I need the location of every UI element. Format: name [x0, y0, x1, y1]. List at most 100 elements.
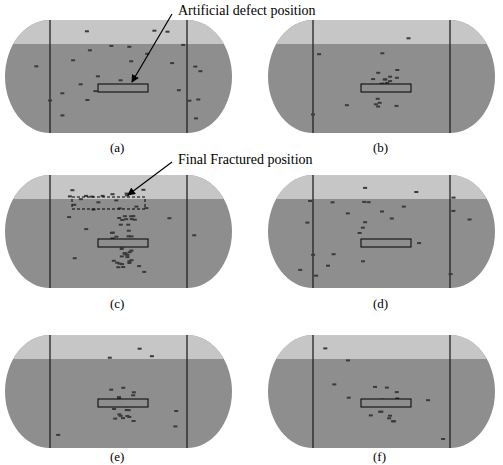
specimen-body	[5, 335, 232, 448]
crack-dot	[125, 415, 129, 417]
crack-dot	[395, 105, 399, 107]
crack-dot	[361, 227, 365, 229]
specimen-surface	[268, 335, 495, 448]
specimen	[268, 175, 495, 288]
crack-dot	[347, 397, 351, 399]
leader-arrow	[128, 162, 172, 195]
crack-dot	[376, 72, 380, 74]
crack-dot	[113, 418, 117, 420]
crack-dot	[374, 103, 378, 105]
crack-dot	[132, 420, 136, 422]
crack-dots	[56, 348, 178, 436]
gauge-line	[49, 20, 50, 133]
crack-dot	[110, 232, 114, 234]
crack-dot	[123, 215, 127, 217]
gauge-line	[186, 20, 187, 133]
specimen	[5, 20, 232, 133]
crack-dot	[192, 234, 196, 236]
crack-dot	[332, 253, 336, 255]
crack-dot	[358, 232, 362, 234]
panel-label: (d)	[371, 297, 390, 310]
crack-dot	[331, 201, 335, 203]
crack-dot	[452, 197, 456, 199]
crack-dot	[117, 396, 121, 398]
crack-dot	[392, 420, 396, 422]
crack-dot	[317, 53, 321, 55]
gauge-line	[49, 175, 50, 288]
crack-dot	[332, 383, 336, 385]
crack-dot	[311, 114, 315, 116]
crack-dot	[114, 199, 118, 201]
artificial-defect	[361, 84, 411, 92]
crack-dot	[387, 417, 391, 419]
crack-dot	[120, 263, 124, 265]
specimen-body	[268, 335, 495, 448]
specimen-surface	[268, 175, 495, 288]
crack-dot	[85, 30, 89, 32]
crack-dot	[426, 399, 430, 401]
crack-dot	[311, 254, 315, 256]
crack-dot	[119, 415, 123, 417]
crack-dot	[79, 83, 83, 85]
crack-dot	[130, 235, 134, 237]
gauge-line	[312, 335, 313, 448]
crack-dot	[130, 259, 134, 261]
crack-dot	[60, 114, 64, 116]
crack-dot	[117, 217, 121, 219]
specimen-top-band	[268, 175, 495, 199]
crack-dot	[367, 201, 371, 203]
leader-arrow	[132, 14, 172, 82]
crack-dot	[73, 257, 77, 259]
crack-dot	[60, 92, 64, 94]
gauge-line	[312, 20, 313, 133]
crack-dot	[187, 100, 191, 102]
specimen-body	[5, 20, 232, 133]
crack-dot	[402, 206, 406, 208]
crack-dot	[451, 210, 455, 212]
crack-dot	[72, 204, 76, 206]
crack-dot	[449, 273, 453, 275]
crack-dot	[121, 266, 125, 268]
crack-dot	[56, 434, 60, 436]
crack-dot	[85, 99, 89, 101]
crack-dot	[133, 219, 137, 221]
crack-dot	[132, 391, 136, 393]
crack-dot	[67, 216, 71, 218]
gauge-line	[449, 335, 450, 448]
crack-dot	[407, 37, 411, 39]
crack-dot	[127, 46, 131, 48]
crack-dot	[114, 236, 118, 238]
crack-dot	[48, 100, 52, 102]
specimen	[268, 20, 495, 133]
crack-dot	[123, 252, 127, 254]
specimen-top-band	[268, 335, 495, 359]
crack-dot	[112, 260, 116, 262]
crack-dot	[121, 417, 125, 419]
crack-dot	[390, 218, 394, 220]
crack-dot	[388, 80, 392, 82]
crack-dot	[34, 65, 38, 67]
gauge-line	[449, 20, 450, 133]
crack-dot	[345, 104, 349, 106]
crack-dot	[150, 355, 154, 357]
specimen-top-band	[268, 20, 495, 44]
crack-dot	[137, 265, 141, 267]
crack-dot	[109, 45, 113, 47]
annotation: Final Fractured position	[176, 153, 315, 167]
crack-dot	[127, 262, 131, 264]
crack-dots	[323, 347, 445, 440]
crack-dot	[388, 415, 392, 417]
crack-dot	[362, 201, 366, 203]
crack-dot	[468, 219, 472, 221]
artificial-defect	[361, 239, 411, 247]
crack-dot	[388, 76, 392, 78]
specimen-top-band	[5, 335, 232, 359]
crack-dot	[173, 425, 177, 427]
specimen-surface	[5, 20, 232, 133]
crack-dot	[361, 260, 365, 262]
gauge-line	[186, 175, 187, 288]
crack-dot	[441, 438, 445, 440]
crack-dot	[308, 200, 312, 202]
crack-dot	[93, 90, 97, 92]
crack-dot	[371, 78, 375, 80]
